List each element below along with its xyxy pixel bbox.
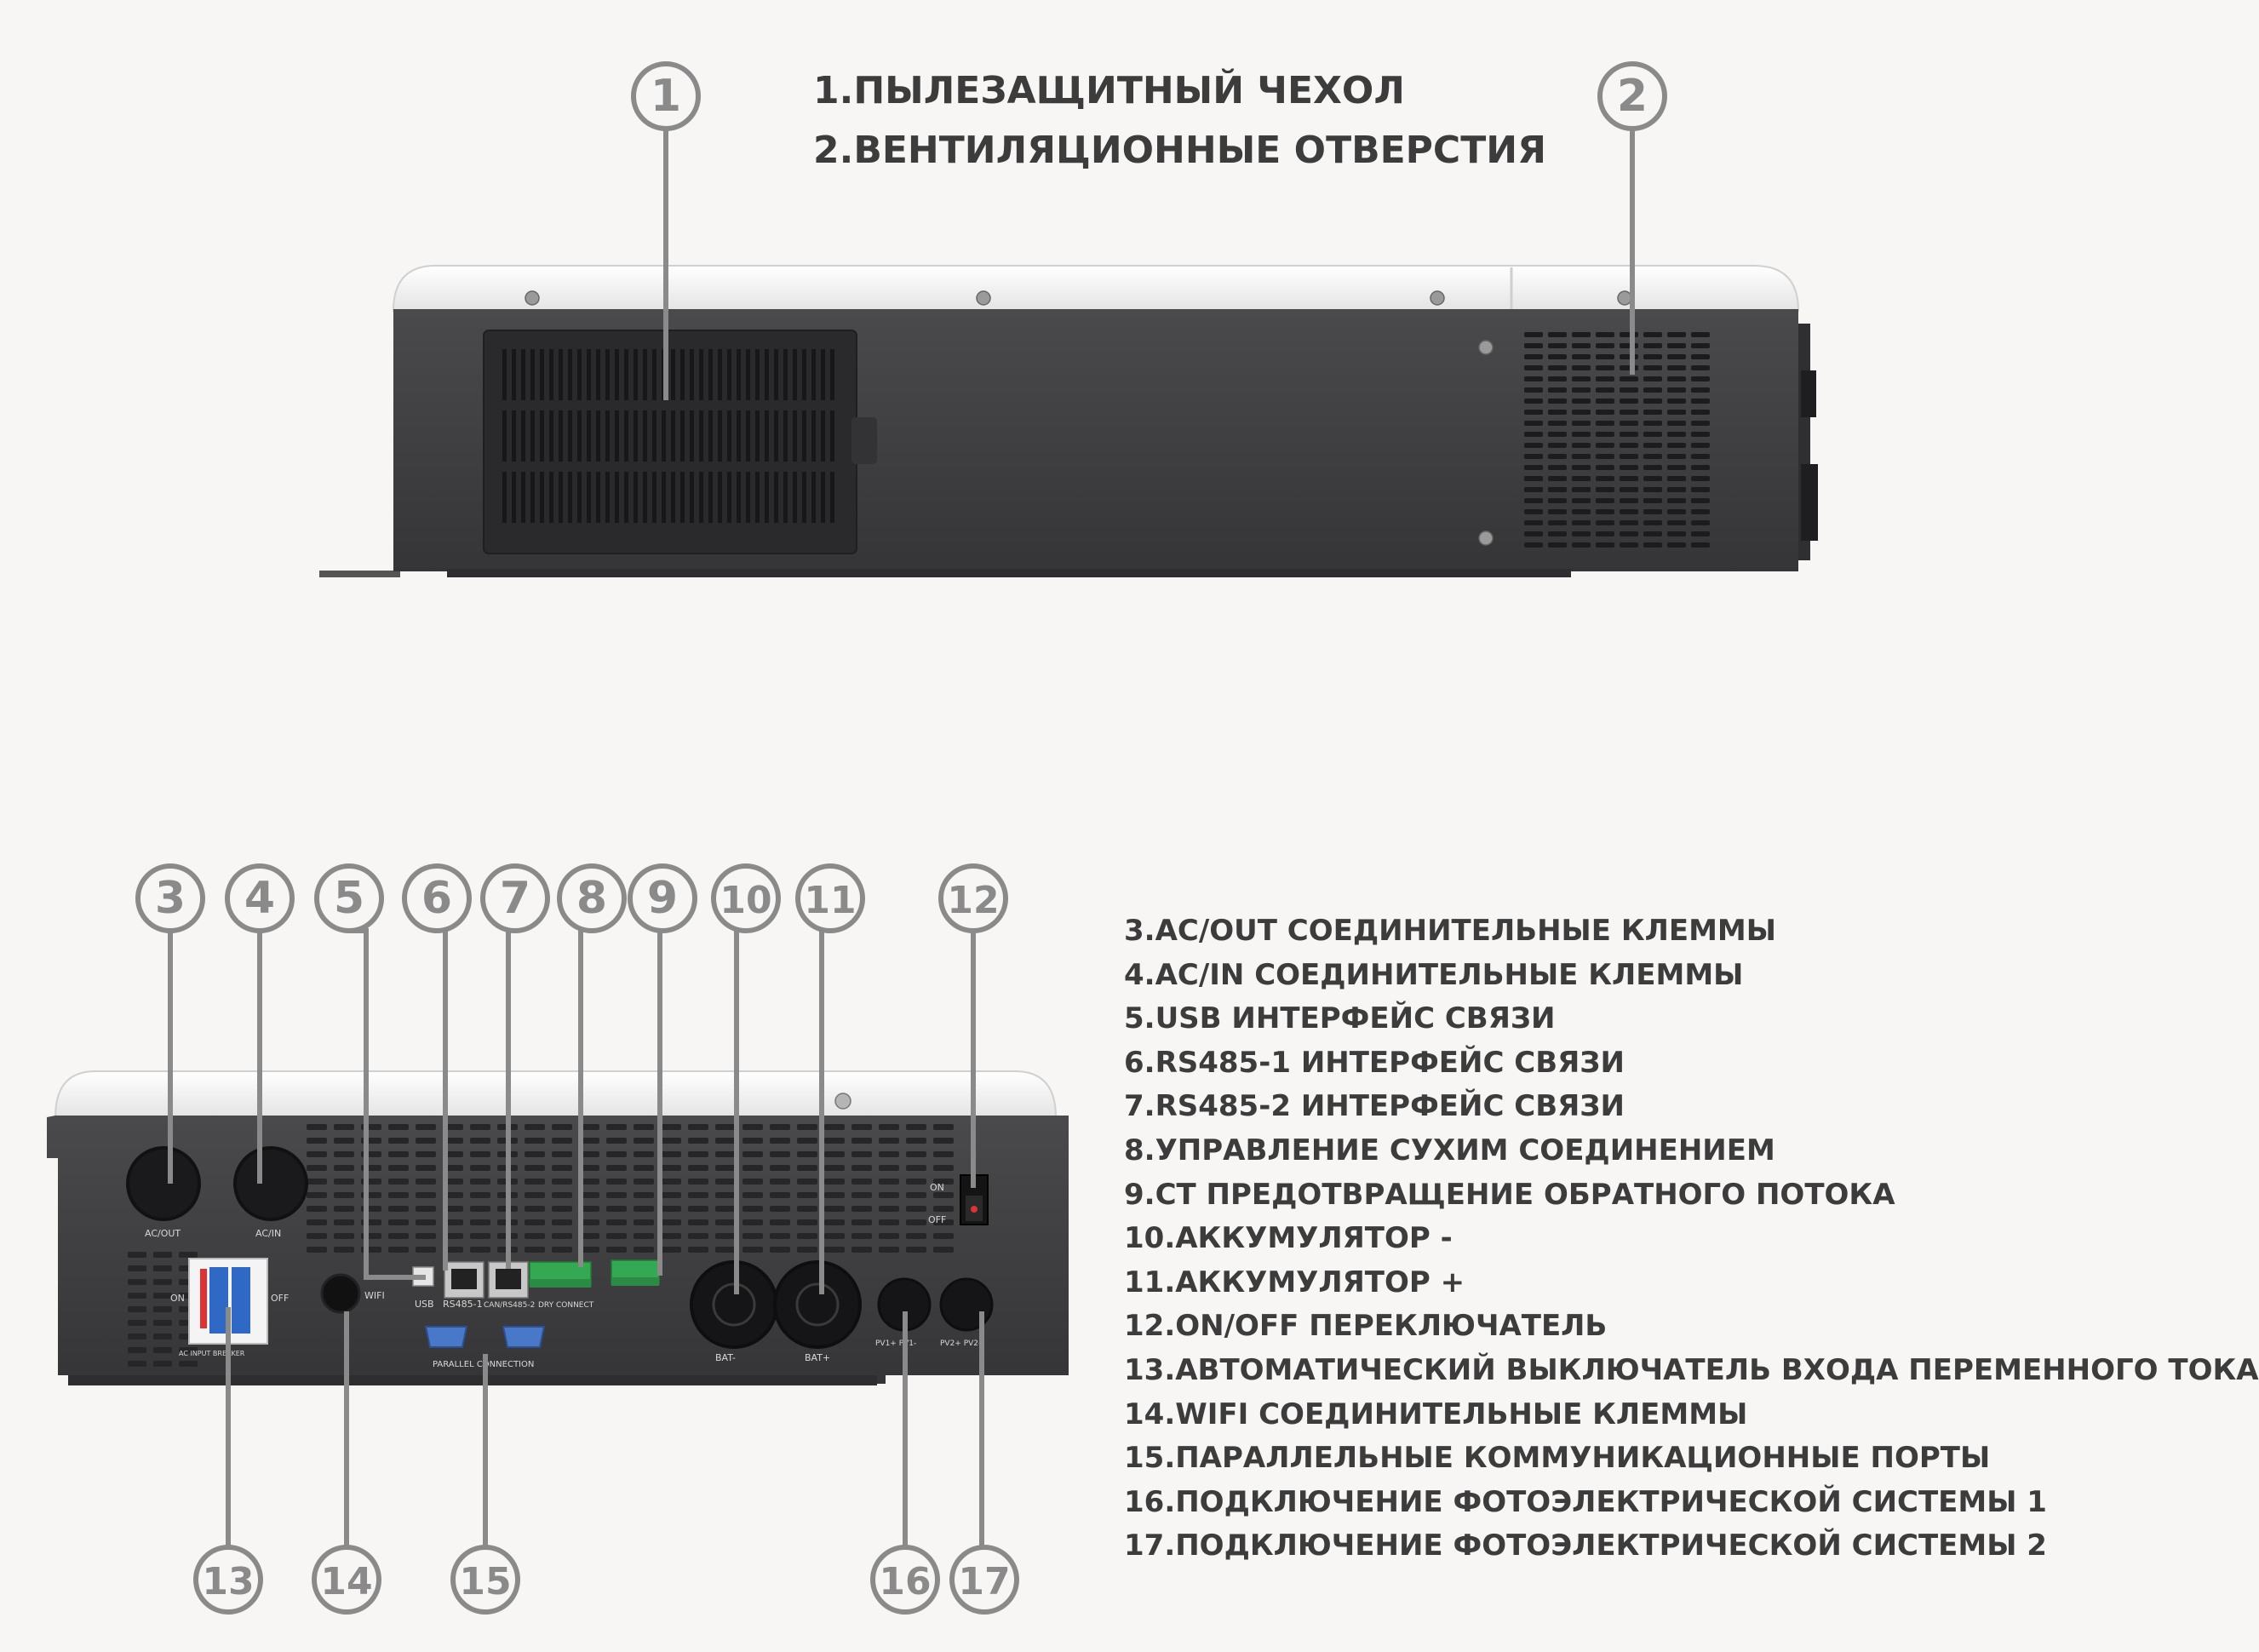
callout-number-15: 15 xyxy=(459,1560,511,1603)
callout-circle-8 xyxy=(557,863,627,933)
inverter-bottom-panel: AC/OUT AC/IN USB RS485-1 CAN/RS485-2 DRY… xyxy=(47,1070,1069,1385)
legend-item-10: 10.АККУМУЛЯТОР - xyxy=(1124,1221,1453,1256)
legend-item-4: 4.AC/IN СОЕДИНИТЕЛЬНЫЕ КЛЕММЫ xyxy=(1124,957,1744,992)
label-rs485-2: CAN/RS485-2 xyxy=(484,1301,535,1310)
switch-icon xyxy=(960,1174,989,1225)
legend-item-2: 2.ВЕНТИЛЯЦИОННЫЕ ОТВЕРСТИЯ xyxy=(813,129,1546,172)
callout-circle-17 xyxy=(949,1545,1019,1615)
callout-circle-1 xyxy=(631,61,701,131)
screw-icon xyxy=(1617,290,1632,306)
screw-icon xyxy=(525,290,540,306)
label-bat-plus: BAT+ xyxy=(805,1352,830,1363)
side-bottom-lip xyxy=(447,569,1571,577)
callout-number-13: 13 xyxy=(202,1560,254,1603)
db9-port-icon xyxy=(424,1326,468,1348)
callout-number-5: 5 xyxy=(334,873,364,924)
legend-bottom: 3.AC/OUT СОЕДИНИТЕЛЬНЫЕ КЛЕММЫ 4.AC/IN С… xyxy=(1124,909,2259,1569)
vent-grille-icon xyxy=(1524,332,1710,548)
callout-number-1: 1 xyxy=(651,71,681,122)
label-rs485-1: RS485-1 xyxy=(443,1299,483,1310)
dust-cover-icon xyxy=(483,330,877,554)
label-pv2: PV2+ PV2- xyxy=(940,1339,981,1348)
callout-number-4: 4 xyxy=(244,873,275,924)
callout-number-2: 2 xyxy=(1617,71,1648,122)
legend-item-6: 6.RS485-1 ИНТЕРФЕЙС СВЯЗИ xyxy=(1124,1045,1625,1080)
callout-circle-4 xyxy=(225,863,295,933)
callout-number-17: 17 xyxy=(958,1560,1010,1603)
label-bat-minus: BAT- xyxy=(715,1352,736,1363)
callout-circle-5 xyxy=(314,863,384,933)
screw-icon xyxy=(834,1093,851,1110)
callout-number-16: 16 xyxy=(879,1560,931,1603)
label-wifi: WIFI xyxy=(364,1290,385,1301)
screw-icon xyxy=(1478,340,1494,355)
mounting-bracket xyxy=(319,554,400,577)
label-dry: DRY CONNECT xyxy=(538,1301,594,1310)
db9-port-icon xyxy=(502,1326,546,1348)
callout-number-11: 11 xyxy=(804,879,856,922)
label-off: OFF xyxy=(928,1214,946,1225)
label-ac-in: AC/IN xyxy=(255,1228,281,1239)
inverter-diagram: AC/OUT AC/IN USB RS485-1 CAN/RS485-2 DRY… xyxy=(47,61,1818,1615)
callout-number-12: 12 xyxy=(947,879,999,922)
callout-circle-6 xyxy=(402,863,472,933)
callout-circle-10 xyxy=(711,863,781,933)
screw-icon xyxy=(1478,531,1494,546)
label-pv1: PV1+ PV1- xyxy=(875,1339,916,1348)
inverter-side-view xyxy=(319,265,1818,577)
ac-in-terminal-icon xyxy=(233,1146,308,1221)
legend-item-16: 16.ПОДКЛЮЧЕНИЕ ФОТОЭЛЕКТРИЧЕСКОЙ СИСТЕМЫ… xyxy=(1124,1484,2047,1519)
legend-item-9: 9.CT ПРЕДОТВРАЩЕНИЕ ОБРАТНОГО ПОТОКА xyxy=(1124,1177,1895,1212)
callout-circle-9 xyxy=(628,863,697,933)
legend-item-14: 14.WIFI СОЕДИНИТЕЛЬНЫЕ КЛЕММЫ xyxy=(1124,1397,1748,1431)
label-ac-out: AC/OUT xyxy=(145,1228,181,1239)
legend-item-1: 1.ПЫЛЕЗАЩИТНЫЙ ЧЕХОЛ xyxy=(813,69,1405,112)
ac-out-terminal-icon xyxy=(126,1146,201,1221)
callout-circle-3 xyxy=(135,863,205,933)
callout-circle-16 xyxy=(870,1545,940,1615)
callout-number-8: 8 xyxy=(576,873,607,924)
label-off-breaker: OFF xyxy=(271,1293,289,1304)
screw-icon xyxy=(976,290,991,306)
screw-icon xyxy=(1430,290,1445,306)
callout-circle-13 xyxy=(193,1545,263,1615)
legend-item-13: 13.АВТОМАТИЧЕСКИЙ ВЫКЛЮЧАТЕЛЬ ВХОДА ПЕРЕ… xyxy=(1124,1352,2259,1387)
callout-number-14: 14 xyxy=(320,1560,372,1603)
side-connector xyxy=(1801,464,1818,541)
panel-top-cover xyxy=(54,1070,1058,1118)
legend-item-7: 7.RS485-2 ИНТЕРФЕЙС СВЯЗИ xyxy=(1124,1089,1625,1124)
callout-number-9: 9 xyxy=(647,873,678,924)
side-top-cover xyxy=(392,265,1800,312)
wifi-port-icon xyxy=(320,1273,361,1314)
label-usb: USB xyxy=(415,1299,434,1310)
panel-bottom-lip xyxy=(68,1375,877,1385)
ct-terminal-icon xyxy=(611,1259,660,1286)
callout-circle-7 xyxy=(480,863,550,933)
legend-item-17: 17.ПОДКЛЮЧЕНИЕ ФОТОЭЛЕКТРИЧЕСКОЙ СИСТЕМЫ… xyxy=(1124,1529,2047,1563)
legend-item-5: 5.USB ИНТЕРФЕЙС СВЯЗИ xyxy=(1124,1001,1556,1036)
legend-item-3: 3.AC/OUT СОЕДИНИТЕЛЬНЫЕ КЛЕММЫ xyxy=(1124,914,1776,948)
battery-plus-terminal-icon xyxy=(773,1260,862,1349)
callout-number-10: 10 xyxy=(720,879,771,922)
callout-number-3: 3 xyxy=(155,873,186,924)
side-switch xyxy=(1801,370,1816,417)
callout-number-7: 7 xyxy=(500,873,530,924)
callout-circle-15 xyxy=(450,1545,520,1615)
callout-circle-2 xyxy=(1597,61,1667,131)
label-on-breaker: ON xyxy=(170,1293,185,1304)
label-ac-input-breaker: AC INPUT BREAKER xyxy=(179,1350,245,1357)
callout-circle-14 xyxy=(312,1545,381,1615)
label-on: ON xyxy=(930,1182,944,1193)
legend-item-15: 15.ПАРАЛЛЕЛЬНЫЕ КОММУНИКАЦИОННЫЕ ПОРТЫ xyxy=(1124,1441,1991,1476)
callout-number-6: 6 xyxy=(421,873,452,924)
callout-circle-12 xyxy=(938,863,1008,933)
legend-item-12: 12.ON/OFF ПЕРЕКЛЮЧАТЕЛЬ xyxy=(1124,1309,1608,1344)
legend-item-8: 8.УПРАВЛЕНИЕ СУХИМ СОЕДИНЕНИЕМ xyxy=(1124,1133,1775,1167)
legend-top: 1.ПЫЛЕЗАЩИТНЫЙ ЧЕХОЛ 2.ВЕНТИЛЯЦИОННЫЕ ОТ… xyxy=(813,61,1546,181)
callout-circle-11 xyxy=(795,863,865,933)
ethernet-port-icon xyxy=(444,1261,484,1299)
diagram-stage: AC/OUT AC/IN USB RS485-1 CAN/RS485-2 DRY… xyxy=(47,61,2259,1615)
legend-item-11: 11.АККУМУЛЯТОР + xyxy=(1124,1265,1465,1299)
